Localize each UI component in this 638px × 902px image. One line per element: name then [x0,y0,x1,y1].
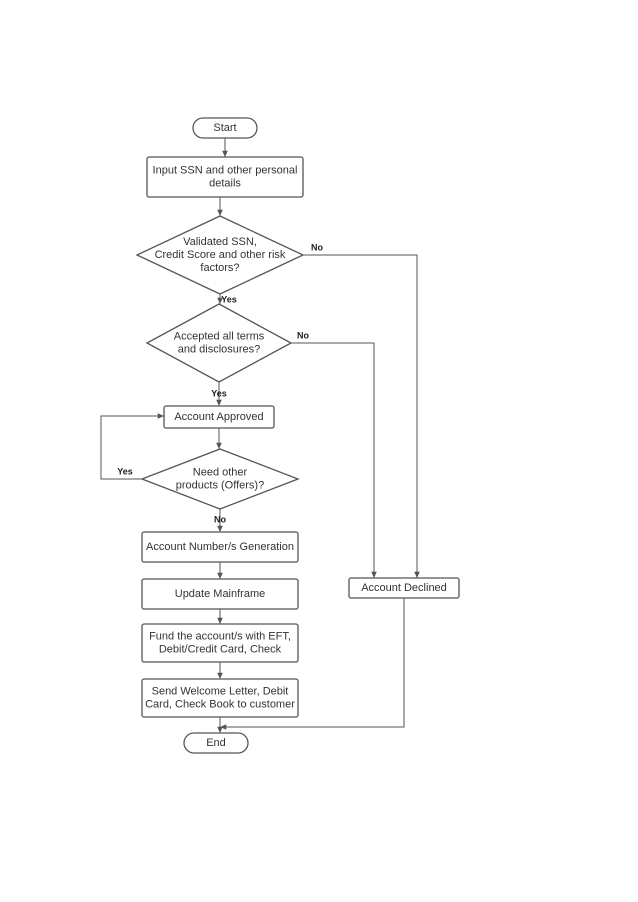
accepted-terms-label-line: Accepted all terms [174,330,265,342]
account-generation-process-shape [141,531,299,563]
input-ssn-process-shape [146,156,304,198]
send-welcome-label-line: Card, Check Book to customer [145,698,295,710]
end-label: End [206,737,226,749]
validated-label-line: Credit Score and other risk [155,249,286,261]
node-account-declined: Account Declined [348,577,460,599]
send-welcome-label-line: Send Welcome Letter, Debit [152,685,289,697]
need-products-label-line: Need other [193,466,248,478]
edge-declined-to-end [220,598,405,730]
update-mainframe-process-shape [141,578,299,610]
update-mainframe-label: Update Mainframe [175,588,266,600]
send-welcome-process-shape [141,678,299,718]
account-declined-process-shape [348,577,460,599]
end-terminator-shape [183,732,249,754]
node-account-approved: Account Approved [163,405,275,429]
fund-account-process-shape [141,623,299,663]
accepted-terms-label-line: and disclosures? [178,343,261,355]
need-products-label-line: products (Offers)? [176,479,264,491]
input-ssn-label-line: Input SSN and other personal [153,164,298,176]
edge-validated-no [303,254,420,578]
need-products-decision-shape [140,448,300,510]
node-fund-account: Fund the account/s with EFT,Debit/Credit… [141,623,299,663]
node-update-mainframe: Update Mainframe [141,578,299,610]
account-generation-label-line: Account Number/s Generation [146,541,294,553]
edge-label-validated-no: No [311,242,323,252]
account-generation-label: Account Number/s Generation [146,541,294,553]
validated-label-line: Validated SSN, [183,236,257,248]
start-label-line: Start [213,122,236,134]
edge-label-need-no: No [214,514,226,524]
accepted-terms-decision-shape [145,303,293,383]
fund-account-label-line: Debit/Credit Card, Check [159,643,282,655]
update-mainframe-label-line: Update Mainframe [175,588,266,600]
input-ssn-label-line: details [209,177,241,189]
validated-decision-shape [135,215,305,295]
start-terminator-shape [192,117,258,139]
start-label: Start [213,122,236,134]
node-account-generation: Account Number/s Generation [141,531,299,563]
node-end: End [183,732,249,754]
account-declined-label: Account Declined [361,582,447,594]
edge-label-accepted-no: No [297,330,309,340]
account-declined-label-line: Account Declined [361,582,447,594]
edge-accepted-no [291,342,377,578]
account-approved-label-line: Account Approved [174,411,263,423]
end-label-line: End [206,737,226,749]
node-start: Start [192,117,258,139]
account-approved-process-shape [163,405,275,429]
edge-label-accepted-yes: Yes [211,388,227,398]
account-approved-label: Account Approved [174,411,263,423]
fund-account-label: Fund the account/s with EFT,Debit/Credit… [149,630,291,655]
node-validated: Validated SSN,Credit Score and other ris… [135,215,305,295]
edge-label-validated-yes: Yes [221,294,237,304]
validated-label-line: factors? [200,262,239,274]
edge-need-yes [100,413,164,480]
validated-label: Validated SSN,Credit Score and other ris… [155,236,286,274]
fund-account-label-line: Fund the account/s with EFT, [149,630,291,642]
edge-label-need-yes: Yes [117,466,133,476]
edges-layer [100,138,420,733]
